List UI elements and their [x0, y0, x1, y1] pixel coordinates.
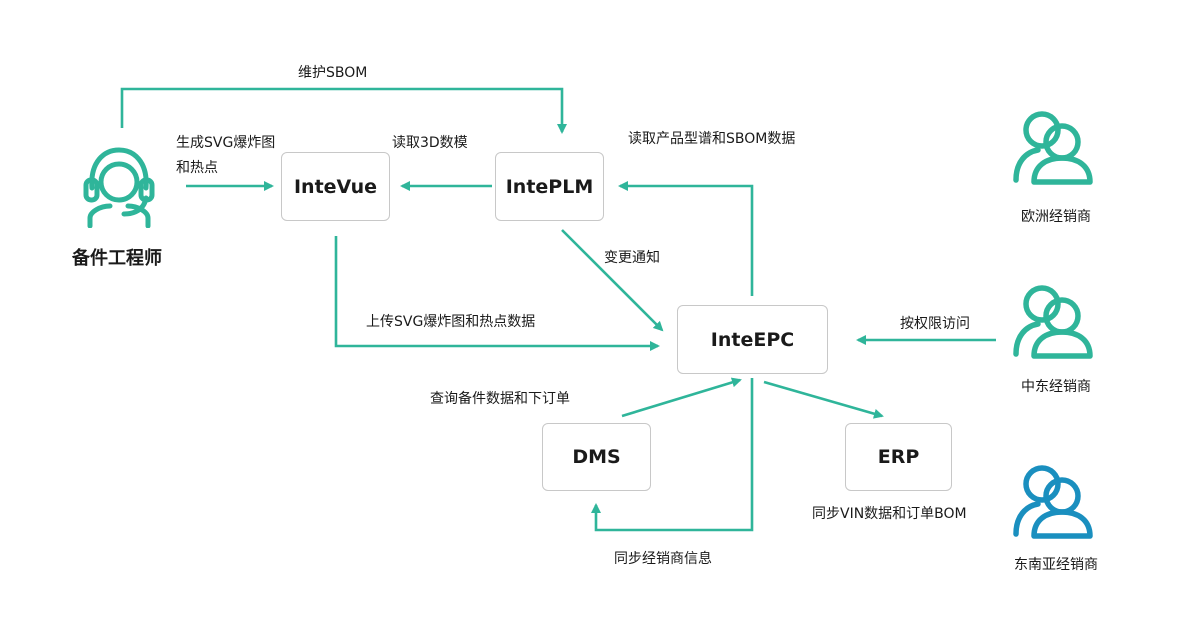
dealer-label-europe: 欧洲经销商	[1021, 209, 1091, 225]
system-inteplm[interactable]: IntePLM	[495, 152, 604, 221]
label-sync-dealer: 同步经销商信息	[614, 551, 712, 567]
users-icon	[1013, 465, 1093, 539]
arrow-sync-dealer	[591, 378, 754, 532]
label-generate-svg-2: 和热点	[176, 160, 218, 176]
label-maintain-sbom: 维护SBOM	[298, 65, 368, 81]
system-erp[interactable]: ERP	[845, 423, 952, 491]
users-icon	[1013, 111, 1093, 185]
arrow-query-order	[621, 377, 742, 418]
label-read-plm: 读取产品型谱和SBOM数据	[628, 131, 796, 147]
system-intevue[interactable]: InteVue	[281, 152, 390, 221]
label-sync-vin: 同步VIN数据和订单BOM	[812, 506, 967, 522]
label-query-order: 查询备件数据和下订单	[430, 391, 570, 407]
arrow-sync-vin	[763, 380, 884, 419]
dealer-label-southeast-asia: 东南亚经销商	[1014, 557, 1098, 573]
label-change-notice: 变更通知	[604, 250, 660, 266]
arrow-change-notice	[561, 229, 664, 332]
arrow-read-plm	[618, 181, 754, 296]
system-inteepc[interactable]: InteEPC	[677, 305, 828, 374]
arrow-upload-svg	[334, 236, 660, 351]
label-generate-svg-1: 生成SVG爆炸图	[176, 135, 276, 151]
actor-label: 备件工程师	[72, 248, 162, 269]
arrow-maintain-sbom	[120, 87, 567, 134]
label-access: 按权限访问	[900, 316, 970, 332]
users-icon	[1013, 285, 1093, 359]
headset-person-icon	[83, 147, 155, 228]
system-dms[interactable]: DMS	[542, 423, 651, 491]
label-read-3d: 读取3D数模	[392, 135, 468, 151]
label-upload-svg: 上传SVG爆炸图和热点数据	[366, 314, 536, 330]
dealer-label-middle-east: 中东经销商	[1021, 379, 1091, 395]
